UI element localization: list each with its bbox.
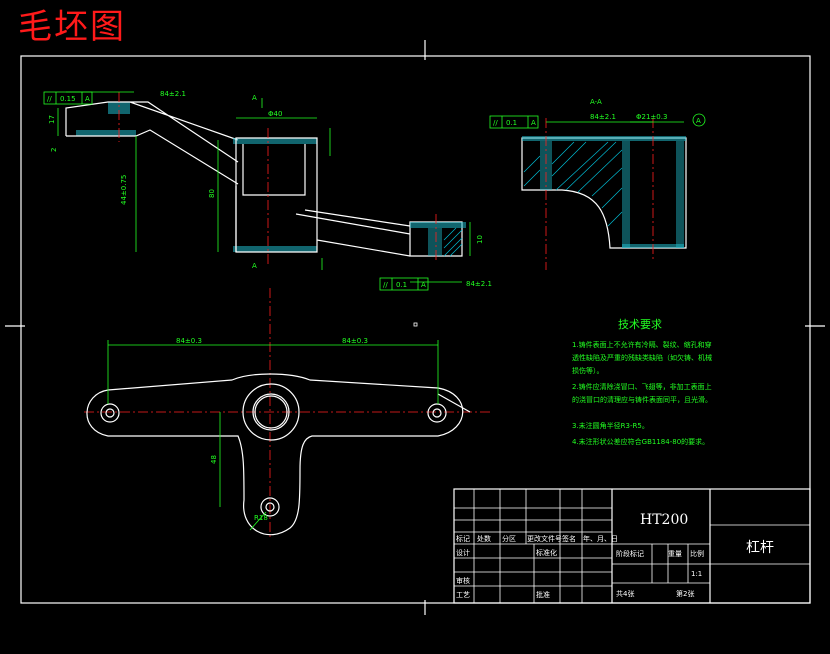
dim-left-tall: 44±0.75 <box>120 175 128 205</box>
tech-item-1b: 透性缺陷及严重的残缺类缺陷（如欠铸、机械 <box>572 353 712 362</box>
svg-text:0.1: 0.1 <box>506 119 517 127</box>
svg-text://: // <box>493 119 498 127</box>
svg-text:0.1: 0.1 <box>396 281 407 289</box>
tech-requirements: 技术要求 1.铸件表面上不允许有冷隔、裂纹、缩孔和穿 透性缺陷及严重的残缺类缺陷… <box>572 318 712 446</box>
dim-left-v1: 17 <box>48 115 56 124</box>
datum-marker <box>692 113 706 127</box>
tech-item-3: 3.未注圆角半径R3-R5。 <box>572 421 649 430</box>
svg-text:A: A <box>421 281 426 289</box>
overlay-title: 毛坯图 <box>18 7 126 47</box>
tolerance-frame-2: // 0.1 A <box>489 115 539 129</box>
dim-plan-right: 84±0.3 <box>342 337 368 345</box>
tb-header-count: 处数 <box>477 534 491 543</box>
dim-left-v2: 2 <box>50 148 58 152</box>
section-mark-bottom: A <box>252 262 257 270</box>
tb-standardization: 标准化 <box>536 548 557 557</box>
tb-header-date: 年、月、日 <box>583 534 618 543</box>
tb-part-name: 杠杆 <box>746 540 774 556</box>
plan-view: 84±0.3 84±0.3 48 R18 <box>84 288 490 540</box>
tb-header-zone: 分区 <box>502 534 516 543</box>
tb-header-mark: 标记 <box>456 534 470 543</box>
dim-plan-left: 84±0.3 <box>176 337 202 345</box>
tb-header-sign: 签名 <box>562 534 576 543</box>
tb-material: HT200 <box>640 512 688 528</box>
tb-review: 审核 <box>456 576 470 585</box>
front-view: 84±2.1 Φ40 44±0.75 80 17 2 10 84±2.1 A A <box>43 90 492 291</box>
tech-item-4: 4.未注形状公差应符合GB1184-80的要求。 <box>572 437 709 446</box>
dim-section-right: Φ21±0.3 <box>636 113 667 121</box>
svg-text://: // <box>383 281 388 289</box>
tb-sheet-no: 第2张 <box>676 589 694 598</box>
dim-plan-vertical: 48 <box>210 455 218 464</box>
tb-stage-mark: 阶段标记 <box>616 549 644 558</box>
section-mark-top: A <box>252 94 257 102</box>
dim-section-left: 84±2.1 <box>590 113 616 121</box>
tb-scale-value: 1:1 <box>691 570 702 578</box>
svg-text:A: A <box>531 119 536 127</box>
tolerance-frame-1: // 0.15 A <box>43 91 93 105</box>
dim-right-h: 84±2.1 <box>466 280 492 288</box>
tb-design: 设计 <box>456 548 470 557</box>
dim-right-v: 10 <box>476 235 484 244</box>
tech-item-2b: 的浇冒口的清理应与铸件表面同平，且光滑。 <box>572 395 712 404</box>
svg-text://: // <box>47 95 52 103</box>
section-view-a-a: A-A 84±2.1 Φ21±0.3 A <box>489 98 706 270</box>
tb-scale: 比例 <box>690 549 704 558</box>
tb-weight: 重量 <box>668 550 682 558</box>
tb-header-change-doc: 更改文件号 <box>527 534 562 543</box>
tech-item-1c: 损伤等）。 <box>572 366 604 375</box>
dim-height: 80 <box>208 189 216 198</box>
tech-requirements-title: 技术要求 <box>618 318 662 331</box>
svg-text:0.15: 0.15 <box>60 95 76 103</box>
dim-flange-diameter: Φ40 <box>268 110 282 118</box>
svg-text:A: A <box>85 95 90 103</box>
dim-plan-radius: R18 <box>254 514 268 522</box>
section-label: A-A <box>590 98 602 106</box>
drawing-border <box>20 55 811 604</box>
tb-approve: 批准 <box>536 590 550 599</box>
title-block: 标记 处数 分区 更改文件号 签名 年、月、日 设计 标准化 审核 工艺 批准 … <box>453 488 811 604</box>
tech-item-2: 2.铸件应清除浇冒口、飞翅等，非加工表面上 <box>572 382 712 391</box>
dim-top-left: 84±2.1 <box>160 90 186 98</box>
tb-sheets-total: 共4张 <box>616 589 634 598</box>
tech-item-1: 1.铸件表面上不允许有冷隔、裂纹、缩孔和穿 <box>572 340 712 349</box>
tb-process: 工艺 <box>456 591 470 599</box>
tolerance-frame-3: // 0.1 A <box>379 277 429 291</box>
svg-text:A: A <box>696 117 701 125</box>
